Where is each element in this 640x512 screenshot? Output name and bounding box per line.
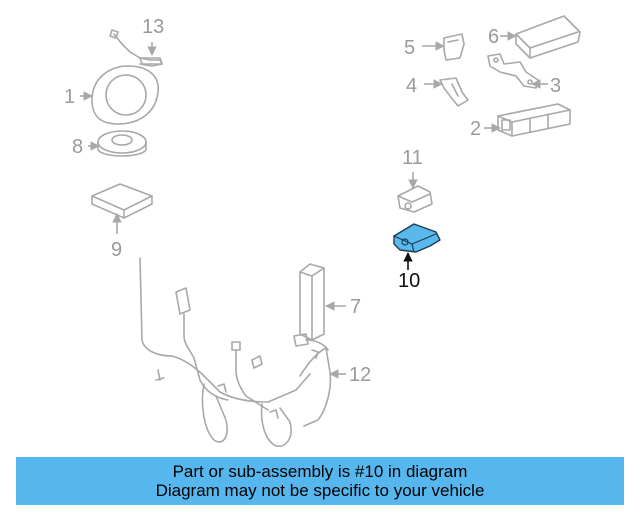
callout-12: 12 bbox=[349, 364, 371, 386]
callout-11: 11 bbox=[402, 147, 423, 169]
callout-9: 9 bbox=[111, 239, 122, 261]
callout-10: 10 bbox=[398, 270, 420, 292]
part-10-sensor-highlighted[interactable] bbox=[393, 223, 441, 253]
part-5-bracket bbox=[443, 33, 465, 61]
part-2-airbag-module bbox=[497, 103, 571, 137]
callout-3: 3 bbox=[550, 75, 561, 97]
info-banner: Part or sub-assembly is #10 in diagram D… bbox=[16, 457, 624, 505]
banner-line-2: Diagram may not be specific to your vehi… bbox=[155, 481, 485, 500]
callout-7: 7 bbox=[350, 296, 361, 318]
banner-line-1: Part or sub-assembly is #10 in diagram bbox=[172, 462, 468, 481]
part-7-side-module bbox=[299, 263, 325, 341]
part-6-airbag-cover bbox=[515, 15, 581, 59]
callout-4: 4 bbox=[406, 75, 417, 97]
callout-13: 13 bbox=[142, 16, 164, 38]
part-11-impact-sensor bbox=[397, 185, 433, 213]
part-13-sensor bbox=[109, 29, 163, 67]
part-12-wiring-harness bbox=[139, 257, 332, 447]
part-3-bracket bbox=[487, 53, 539, 89]
callout-8: 8 bbox=[72, 136, 83, 158]
part-1-cover bbox=[91, 65, 159, 125]
callout-2: 2 bbox=[470, 118, 481, 140]
callout-6: 6 bbox=[488, 26, 499, 48]
callout-5: 5 bbox=[404, 37, 415, 59]
part-8-clock-spring bbox=[97, 130, 147, 157]
part-4-bracket bbox=[439, 77, 469, 107]
callout-1: 1 bbox=[64, 86, 75, 108]
part-9-control-module bbox=[91, 183, 153, 219]
